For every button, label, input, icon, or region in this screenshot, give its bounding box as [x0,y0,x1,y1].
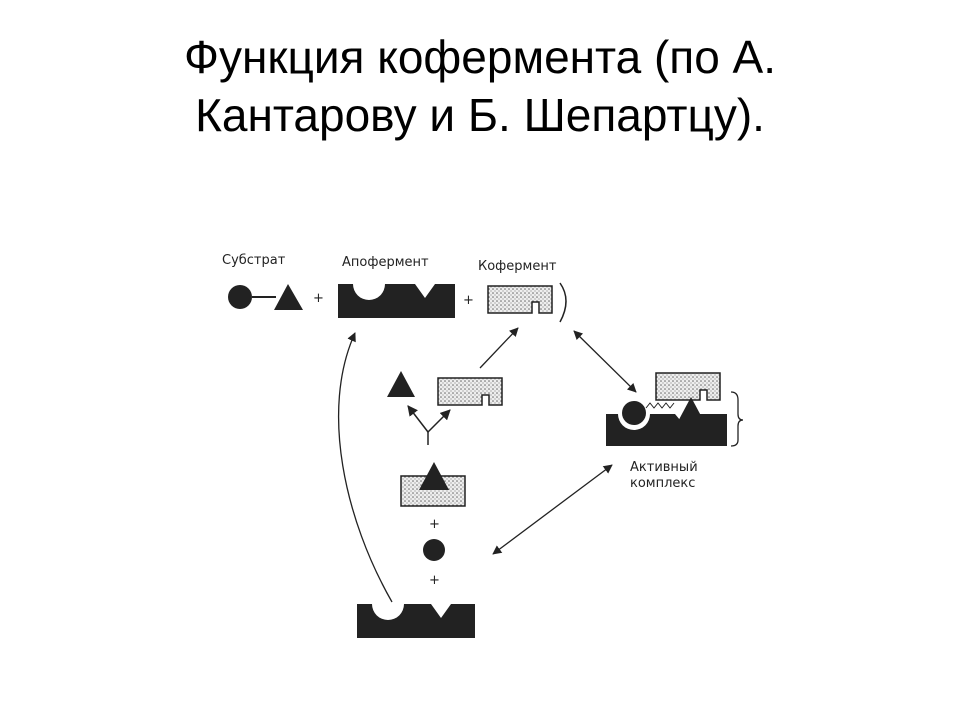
coenzyme-triangle-complex [400,475,466,507]
coenzyme-middle [437,377,503,406]
plus-sign-4: + [429,573,440,588]
active-complex-coenzyme [655,372,721,401]
page-title: Функция кофермента (по А. Кантарову и Б.… [0,28,960,144]
active-complex-spring [645,402,675,409]
title-line-2: Кантарову и Б. Шепартцу). [195,89,765,141]
substrate-circle [228,285,252,309]
apoenzyme-bottom [357,604,475,638]
substrate-triangle [274,284,303,310]
arrow-middle-coenzyme-to-top [479,327,519,369]
active-complex-brace [730,391,744,447]
substrate-label: Субстрат [222,253,286,268]
plus-sign-3: + [429,517,440,532]
apoenzyme-top [338,284,455,318]
split-triangle [387,371,415,397]
coenzyme-top [487,285,553,314]
active-complex-triangle [675,397,707,427]
substrate-molecule [228,284,303,310]
active-complex-circle [622,401,646,425]
free-substrate-circle [423,539,445,561]
title-line-1: Функция кофермента (по А. [183,31,777,83]
active-complex [606,372,744,447]
plus-sign-2: + [463,293,474,308]
active-complex-label-line-2: комплекс [630,476,695,491]
plus-sign-1: + [313,291,324,306]
arrow-bottom-to-top-apoenzyme [337,332,393,603]
apoenzyme-label: Апофермент [342,255,429,270]
bracket-paren [559,282,567,323]
arrow-active-complex-to-substrate [492,464,613,555]
active-complex-label-line-1: Активный [630,460,698,475]
arrow-coenzyme-to-active-complex [573,330,637,393]
complex-triangle [419,462,449,490]
coenzyme-label: Кофермент [478,259,557,274]
split-arrow-right [427,409,451,433]
split-arrow-left [407,405,429,433]
